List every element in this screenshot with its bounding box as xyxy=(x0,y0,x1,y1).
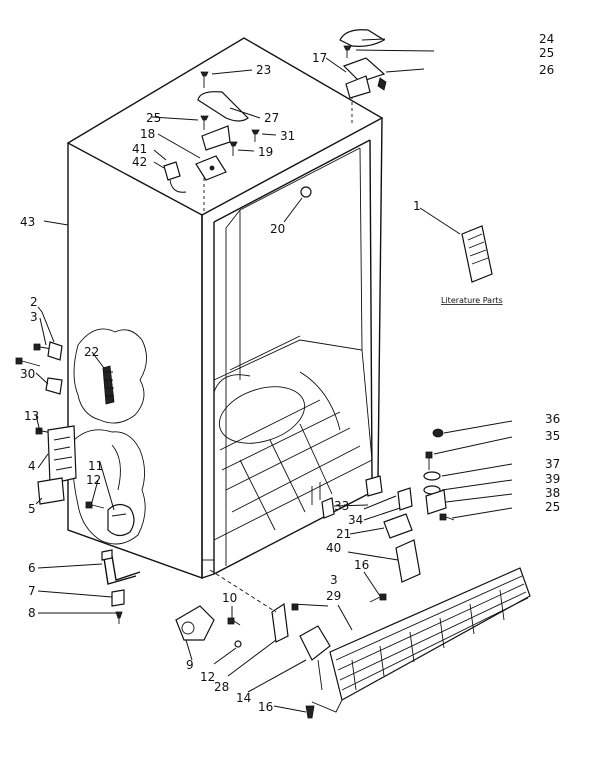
callout-16b: 16 xyxy=(258,700,273,714)
callout-8: 8 xyxy=(28,606,36,620)
callout-20: 20 xyxy=(270,222,285,236)
callout-1: 1 xyxy=(413,199,421,213)
callout-22: 22 xyxy=(84,345,99,359)
callout-30: 30 xyxy=(20,367,35,381)
callout-9: 9 xyxy=(186,658,194,672)
right-leveler-assembly xyxy=(321,428,455,603)
callout-38: 38 xyxy=(545,486,560,500)
callout-41: 41 xyxy=(132,142,147,156)
drain-tube xyxy=(101,549,141,624)
callout-42: 42 xyxy=(132,155,147,169)
literature-booklet xyxy=(461,225,493,283)
callout-29: 29 xyxy=(326,589,341,603)
callout-18: 18 xyxy=(140,127,155,141)
callout-13: 13 xyxy=(24,409,39,423)
callout-25c: 25 xyxy=(545,500,560,514)
callout-26: 26 xyxy=(539,63,554,77)
callout-10: 10 xyxy=(222,591,237,605)
callout-14: 14 xyxy=(236,691,251,705)
callout-28: 28 xyxy=(214,680,229,694)
toe-grille xyxy=(311,567,531,713)
leader-lines xyxy=(35,38,513,713)
top-hinge-cover xyxy=(197,91,249,122)
callout-43: 43 xyxy=(20,215,35,229)
callout-39: 39 xyxy=(545,472,560,486)
callout-23: 23 xyxy=(256,63,271,77)
upper-right-hinge xyxy=(339,29,387,99)
callout-12b: 12 xyxy=(200,670,215,684)
callout-27: 27 xyxy=(264,111,279,125)
callout-labels: 1 2 3 4 5 6 7 8 9 10 11 12 12 13 14 16 1… xyxy=(20,32,560,714)
callout-19: 19 xyxy=(258,145,273,159)
leveling-leg xyxy=(299,625,331,719)
callout-37: 37 xyxy=(545,457,560,471)
callout-3b: 3 xyxy=(330,573,338,587)
callout-34: 34 xyxy=(348,513,363,527)
callout-25b: 25 xyxy=(146,111,161,125)
roller-bracket xyxy=(209,569,299,643)
callout-3: 3 xyxy=(30,310,38,324)
literature-parts-caption: Literature Parts xyxy=(441,296,503,305)
callout-16a: 16 xyxy=(354,558,369,572)
bottom-hinge xyxy=(175,605,242,648)
insulation-cutaway-upper xyxy=(73,328,147,424)
insulation-cutaway-lower xyxy=(72,429,146,545)
callout-33: 33 xyxy=(334,499,349,513)
top-hinge-plate xyxy=(195,125,231,181)
left-side-hardware xyxy=(15,341,105,509)
callout-25a: 25 xyxy=(539,46,554,60)
callout-21: 21 xyxy=(336,527,351,541)
callout-31: 31 xyxy=(280,129,295,143)
callout-24: 24 xyxy=(539,32,554,46)
callout-4: 4 xyxy=(28,459,36,473)
callout-5: 5 xyxy=(28,502,36,516)
callout-35: 35 xyxy=(545,429,560,443)
callout-40: 40 xyxy=(326,541,341,555)
screws-top xyxy=(163,71,260,193)
callout-6: 6 xyxy=(28,561,36,575)
callout-36: 36 xyxy=(545,412,560,426)
callout-11: 11 xyxy=(88,459,103,473)
cabinet xyxy=(66,37,384,579)
callout-2: 2 xyxy=(30,295,38,309)
callout-17: 17 xyxy=(312,51,327,65)
cabinet-plug xyxy=(300,186,312,198)
callout-7: 7 xyxy=(28,584,36,598)
callout-12a: 12 xyxy=(86,473,101,487)
